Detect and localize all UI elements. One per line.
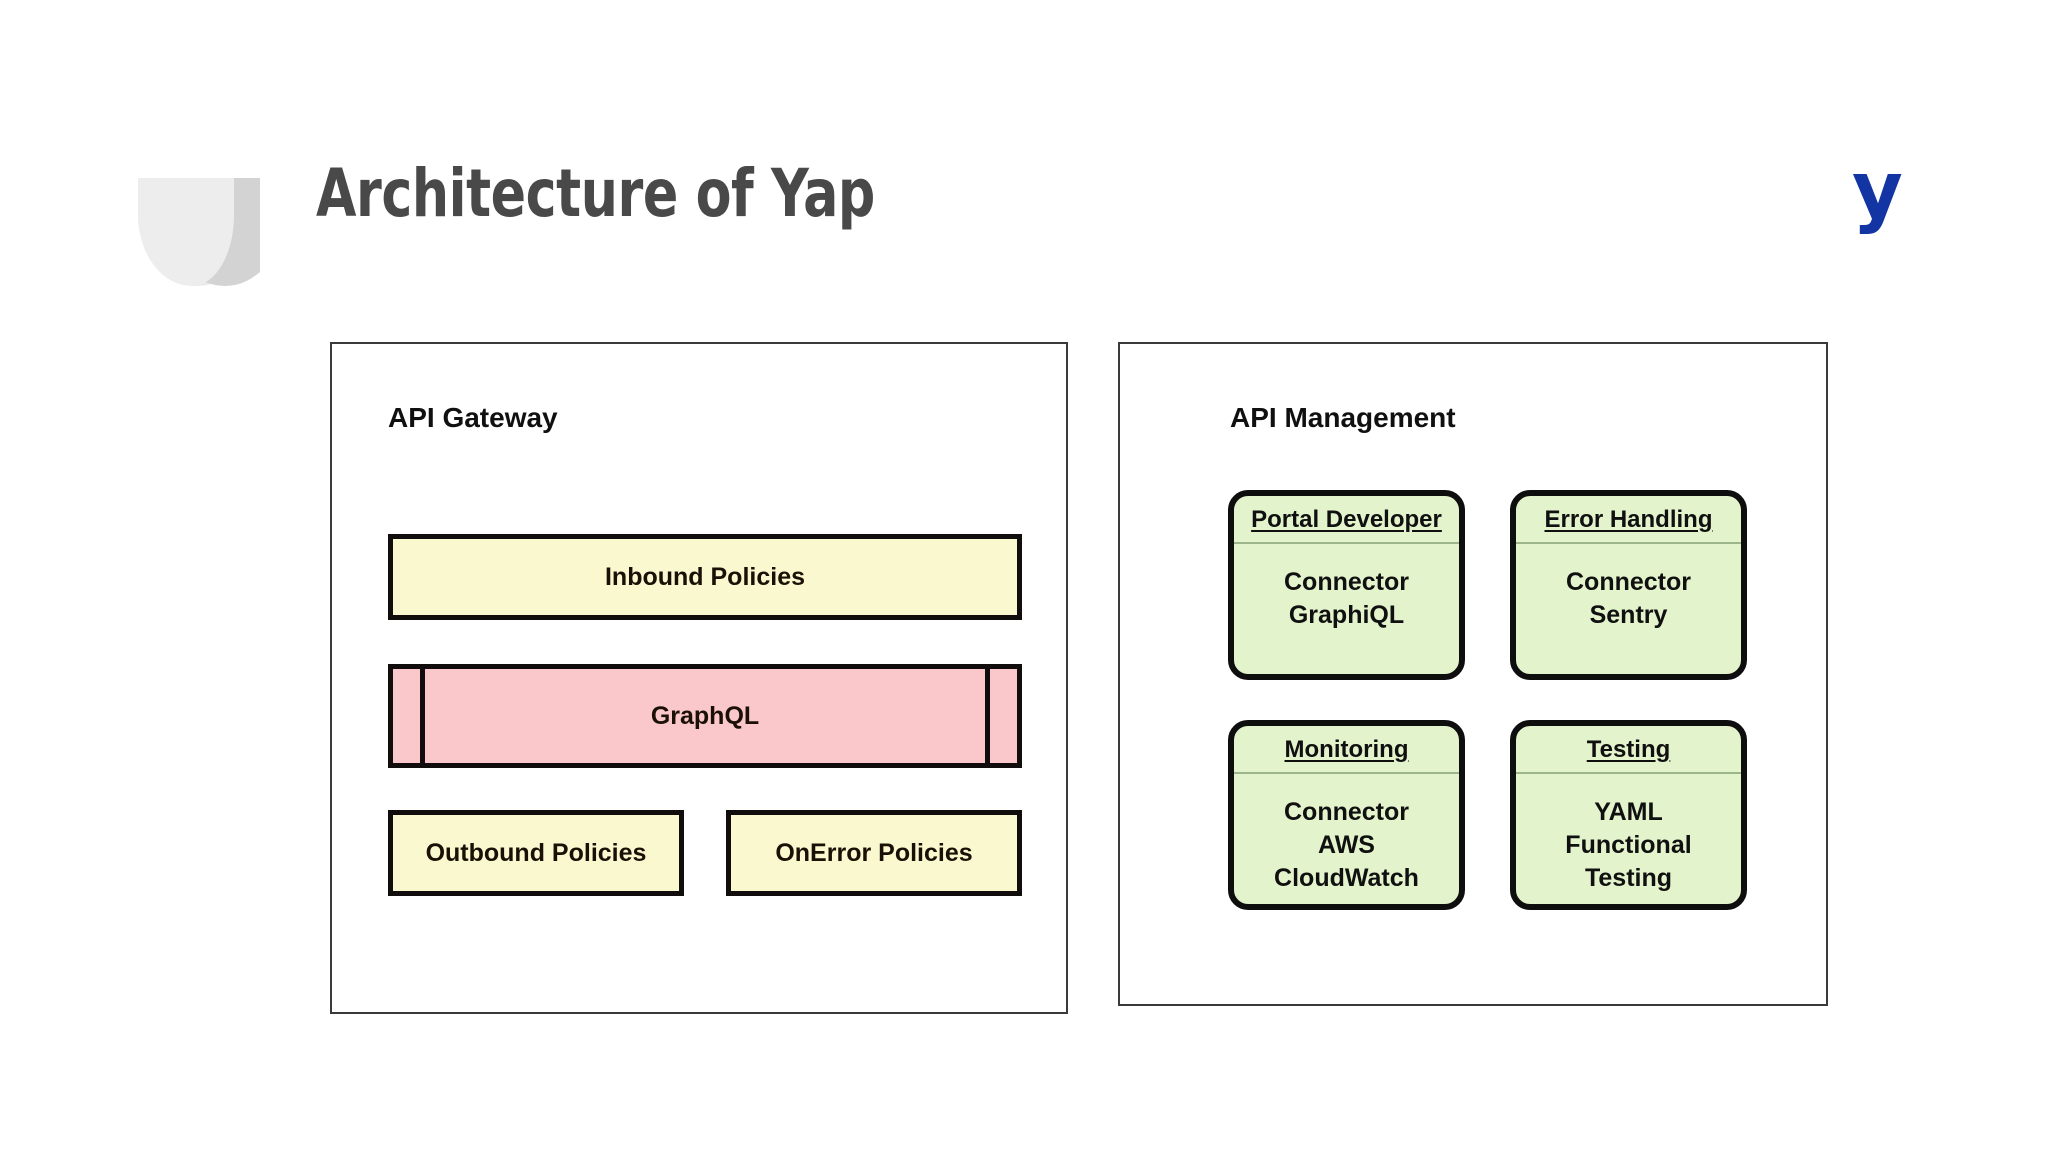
card-testing-body-line-2: Functional <box>1565 831 1692 859</box>
box-onerror-policies: OnError Policies <box>726 810 1022 896</box>
card-portal-developer-body-line-2: GraphiQL <box>1288 601 1405 629</box>
box-inbound-policies-label: Inbound Policies <box>604 562 805 591</box>
card-monitoring-divider <box>1234 772 1459 774</box>
card-monitoring-title: Monitoring <box>1284 736 1409 763</box>
card-testing-body-line-1: YAML <box>1594 798 1663 826</box>
box-graphql-label: GraphQL <box>650 701 760 730</box>
card-portal-developer-divider <box>1234 542 1459 544</box>
decorative-petal-graphic <box>138 178 260 288</box>
card-portal-developer-body: Connector GraphiQL <box>1234 544 1459 632</box>
card-portal-developer-title: Portal Developer <box>1251 506 1442 533</box>
panel-title-api-management: API Management <box>1230 402 1456 433</box>
panel-api-gateway: API Gateway Inbound Policies GraphQL Out… <box>330 342 1068 1014</box>
card-error-handling-body-line-2: Sentry <box>1589 601 1668 629</box>
box-outbound-policies: Outbound Policies <box>388 810 684 896</box>
card-portal-developer: Portal Developer Connector GraphiQL <box>1228 490 1465 680</box>
petal-shape-front <box>166 178 260 286</box>
box-inbound-policies: Inbound Policies <box>388 534 1022 620</box>
graphql-right-rail <box>985 669 990 763</box>
card-monitoring: Monitoring Connector AWS CloudWatch <box>1228 720 1465 910</box>
card-portal-developer-body-line-1: Connector <box>1284 568 1409 596</box>
card-monitoring-body: Connector AWS CloudWatch <box>1234 774 1459 895</box>
brand-logo: y <box>1852 146 1903 236</box>
panel-title-api-gateway: API Gateway <box>388 402 558 433</box>
petal-shape-back <box>138 178 256 286</box>
card-error-handling-title: Error Handling <box>1544 506 1713 533</box>
card-monitoring-body-line-1: Connector <box>1284 798 1409 826</box>
card-error-handling-divider <box>1516 542 1741 544</box>
panel-api-management: API Management Portal Developer Connecto… <box>1118 342 1828 1006</box>
box-onerror-policies-label: OnError Policies <box>775 838 973 867</box>
petal-shape-light <box>138 178 234 286</box>
card-monitoring-body-line-2: AWS <box>1318 831 1375 859</box>
card-monitoring-body-line-3: CloudWatch <box>1274 864 1419 892</box>
card-testing: Testing YAML Functional Testing <box>1510 720 1747 910</box>
card-testing-body: YAML Functional Testing <box>1516 774 1741 895</box>
box-outbound-policies-label: Outbound Policies <box>425 838 647 867</box>
card-error-handling-body: Connector Sentry <box>1516 544 1741 632</box>
card-error-handling: Error Handling Connector Sentry <box>1510 490 1747 680</box>
page-title: Architecture of Yap <box>316 155 875 232</box>
graphql-left-rail <box>420 669 425 763</box>
card-testing-title: Testing <box>1586 736 1671 763</box>
card-testing-body-line-3: Testing <box>1584 864 1673 892</box>
card-testing-divider <box>1516 772 1741 774</box>
card-error-handling-body-line-1: Connector <box>1566 568 1691 596</box>
box-graphql: GraphQL <box>388 664 1022 768</box>
